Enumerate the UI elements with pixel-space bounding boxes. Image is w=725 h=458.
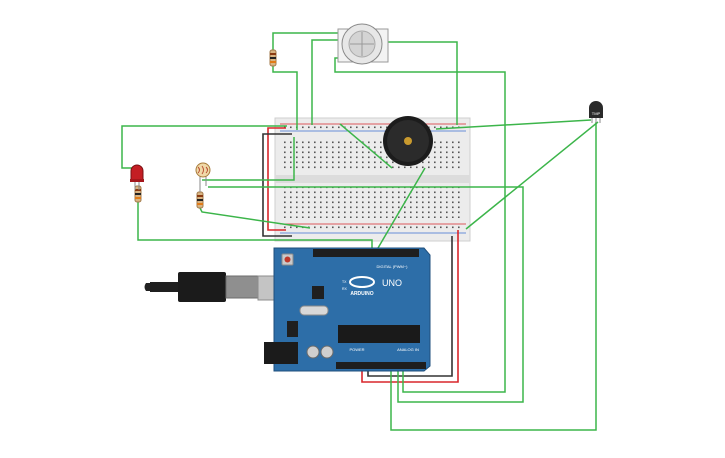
buzzer-icon: [383, 116, 433, 166]
black-wire-arduino: [367, 236, 453, 377]
wire-gas-right: [386, 41, 458, 125]
resistor-ldr: [196, 191, 204, 209]
power-jack-icon: [264, 342, 298, 364]
photoresistor-icon: [195, 162, 211, 192]
wire-ldr-analog: [199, 186, 524, 403]
analog-header-label: ANALOG IN: [397, 347, 419, 352]
wire-led-rail: [121, 125, 287, 169]
temperature-sensor-icon: TMP: [589, 101, 603, 123]
wire-gas-analog: [334, 57, 506, 393]
black-wire-left: [262, 133, 292, 237]
digital-header-label: DIGITAL (PWM~): [377, 264, 409, 269]
wire-buzzer-pin: [377, 167, 426, 249]
signal-wires: [121, 32, 599, 431]
led-icon: [130, 164, 144, 190]
tx-label: TX: [342, 280, 347, 284]
wire-ldr-top: [202, 137, 295, 181]
power-wires: [262, 127, 459, 383]
wire-gas-h1: [311, 39, 340, 125]
wire-led-arduino: [137, 202, 373, 248]
wire-gas-resistor-top: [272, 32, 340, 50]
power-header-label: POWER: [349, 347, 364, 352]
wire-tmp-analog: [390, 122, 597, 431]
breadboard: [274, 117, 471, 242]
arduino-brand: ARDUINO: [350, 291, 373, 297]
wire-buzzer: [339, 123, 393, 169]
wire-gas-resistor-bottom: [272, 66, 298, 130]
usb-connector-icon: [144, 272, 294, 302]
tmp-label: TMP: [592, 111, 601, 116]
gas-sensor-icon: [337, 23, 389, 65]
wire-tmp-top: [435, 119, 592, 130]
resistor-gas: [269, 49, 277, 67]
rx-label: RX: [342, 287, 348, 291]
wire-tmp-mid: [465, 121, 599, 230]
arduino-board: ARDUINO UNO DIGITAL (PWM~) POWER ANALOG …: [264, 247, 431, 372]
red-wire-left: [267, 127, 286, 231]
red-wire-arduino: [361, 230, 459, 383]
arduino-model: UNO: [382, 278, 402, 288]
resistor-led: [134, 185, 142, 203]
